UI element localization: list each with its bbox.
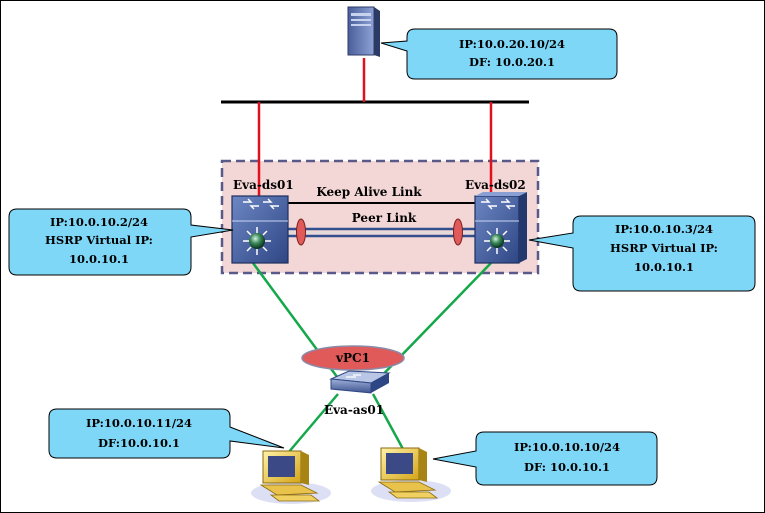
eva-ds02-callout-line-1: IP:10.0.10.3/24 bbox=[615, 222, 713, 236]
peer-link-label: Peer Link bbox=[352, 211, 417, 225]
ds02-access-link bbox=[368, 262, 492, 390]
pc-left-callout-line-2: DF:10.0.10.1 bbox=[98, 436, 180, 450]
keepalive-link-label: Keep Alive Link bbox=[316, 185, 422, 199]
pc-right-link bbox=[371, 393, 405, 450]
pc-left-callout: IP:10.0.10.11/24 DF:10.0.10.1 bbox=[48, 408, 285, 459]
eva-ds01-callout-line-3: 10.0.10.1 bbox=[69, 252, 129, 266]
vpc-oval bbox=[301, 345, 405, 371]
server-callout-line-1: IP:10.0.20.10/24 bbox=[459, 37, 565, 51]
ds01-access-link bbox=[251, 262, 348, 390]
eva-ds02-callout: IP:10.0.10.3/24 HSRP Virtual IP: 10.0.10… bbox=[528, 215, 756, 292]
pc-left-icon bbox=[251, 450, 331, 504]
peer-link-port-right bbox=[453, 218, 463, 246]
eva-ds01-callout-line-2: HSRP Virtual IP: bbox=[45, 233, 153, 247]
eva-as01-switch-icon bbox=[329, 370, 391, 394]
eva-ds01-label: Eva-ds01 bbox=[233, 178, 294, 192]
eva-ds02-switch-icon bbox=[474, 192, 527, 264]
pc-right-icon bbox=[371, 447, 451, 502]
pc-right-callout: IP:10.0.10.10/24 DF: 10.0.10.1 bbox=[432, 431, 658, 486]
eva-ds01-switch-icon bbox=[231, 195, 289, 264]
pc-left-link bbox=[287, 393, 339, 454]
eva-ds02-label: Eva-ds02 bbox=[465, 178, 526, 192]
pc-right-callout-line-1: IP:10.0.10.10/24 bbox=[514, 440, 620, 454]
server-callout-line-2: DF: 10.0.20.1 bbox=[469, 55, 555, 69]
eva-ds02-callout-line-2: HSRP Virtual IP: bbox=[610, 241, 718, 255]
pc-left-callout-line-1: IP:10.0.10.11/24 bbox=[86, 416, 192, 430]
peer-link-port-left bbox=[296, 218, 306, 246]
vpc-label: vPC1 bbox=[335, 351, 370, 365]
server-icon bbox=[347, 6, 380, 57]
server-callout: IP:10.0.20.10/24 DF: 10.0.20.1 bbox=[380, 28, 618, 80]
eva-ds02-callout-line-3: 10.0.10.1 bbox=[634, 260, 694, 274]
pc-right-callout-line-2: DF: 10.0.10.1 bbox=[524, 460, 610, 474]
eva-ds01-callout-line-1: IP:10.0.10.2/24 bbox=[50, 215, 148, 229]
eva-as01-label: Eva-as01 bbox=[324, 403, 384, 417]
eva-ds01-callout: IP:10.0.10.2/24 HSRP Virtual IP: 10.0.10… bbox=[8, 208, 234, 276]
